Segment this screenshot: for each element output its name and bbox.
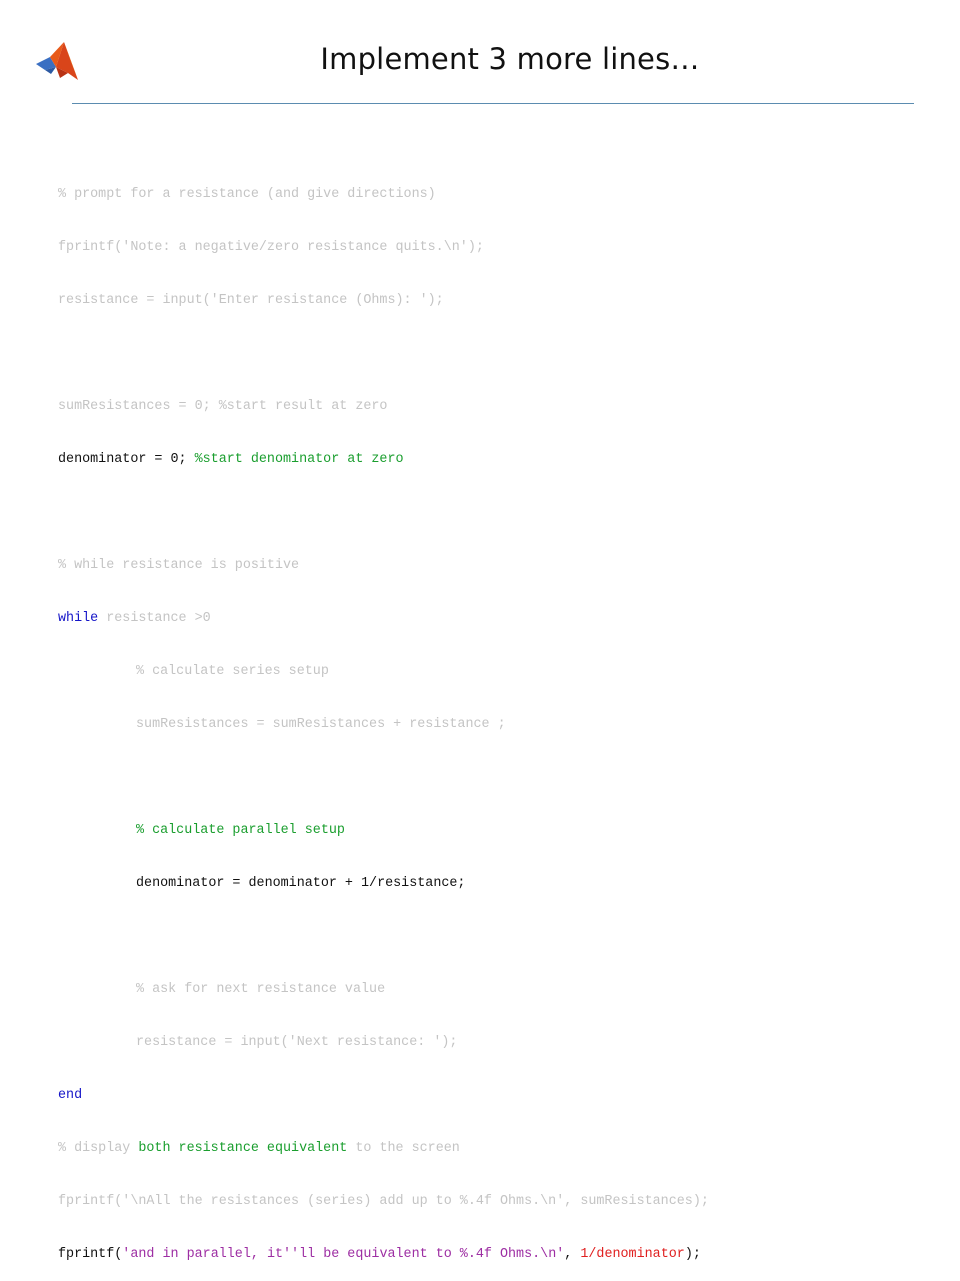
- code-line: % prompt for a resistance (and give dire…: [58, 187, 436, 202]
- code-line: resistance = input('Enter resistance (Oh…: [58, 293, 444, 308]
- code-string: 'and in parallel, it''ll be equivalent t…: [122, 1247, 565, 1262]
- code-listing: % prompt for a resistance (and give dire…: [58, 153, 709, 1281]
- code-line: sumResistances = sumResistances + resist…: [136, 717, 506, 732]
- code-separator: ,: [564, 1247, 581, 1262]
- code-blank-line: [58, 501, 709, 524]
- title-divider: [72, 103, 914, 104]
- code-keyword: end: [58, 1088, 83, 1103]
- slide-title: Implement 3 more lines…: [320, 42, 700, 76]
- code-line: sumResistances = 0; %start result at zer…: [58, 399, 388, 414]
- code-function: fprintf(: [58, 1247, 123, 1262]
- code-line: denominator = 0; %start denominator at z…: [58, 448, 709, 471]
- code-line: % ask for next resistance value: [136, 982, 386, 997]
- code-blank-line: [58, 766, 709, 789]
- code-line: denominator = denominator + 1/resistance…: [136, 876, 466, 891]
- code-line: fprintf('and in parallel, it''ll be equi…: [58, 1243, 709, 1266]
- code-argument: 1/denominator: [580, 1247, 685, 1262]
- code-line: % calculate series setup: [136, 664, 329, 679]
- code-blank-line: [58, 925, 709, 948]
- matlab-logo-icon: [36, 42, 78, 80]
- code-keyword: while: [58, 611, 99, 626]
- code-close: );: [684, 1247, 701, 1262]
- code-comment: to the screen: [347, 1141, 460, 1156]
- code-comment: % display: [58, 1141, 139, 1156]
- code-line: fprintf('Note: a negative/zero resistanc…: [58, 240, 484, 255]
- code-line: resistance = input('Next resistance: ');: [136, 1035, 458, 1050]
- code-comment: % calculate parallel setup: [136, 823, 345, 838]
- code-statement: denominator = 0;: [58, 452, 195, 467]
- code-condition: resistance >0: [98, 611, 211, 626]
- code-line: % display both resistance equivalent to …: [58, 1137, 709, 1160]
- code-line: while resistance >0: [58, 607, 709, 630]
- code-comment: %start denominator at zero: [194, 452, 404, 467]
- code-comment-highlight: both resistance equivalent: [138, 1141, 348, 1156]
- code-blank-line: [58, 342, 709, 365]
- code-line: fprintf('\nAll the resistances (series) …: [58, 1194, 709, 1209]
- code-line: % while resistance is positive: [58, 558, 300, 573]
